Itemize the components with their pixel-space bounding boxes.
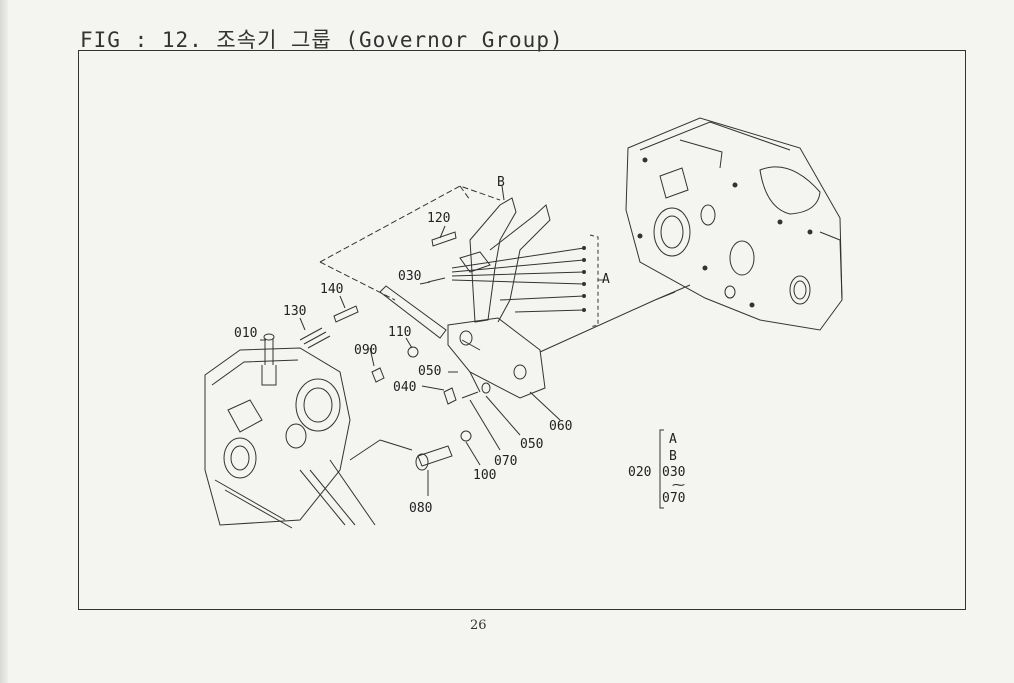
callout-130: 130 bbox=[283, 304, 306, 319]
callouts: 010 030 040 050 050 060 070 080 090 100 … bbox=[234, 175, 610, 516]
callout-080: 080 bbox=[409, 501, 432, 516]
diagram-frame bbox=[78, 50, 966, 610]
legend-b: B bbox=[669, 449, 677, 464]
callout-010: 010 bbox=[234, 326, 257, 341]
cylinder-block bbox=[625, 117, 843, 331]
assembly-legend: A B 020 030 070 ⁓ bbox=[628, 432, 685, 506]
callout-050-upper: 050 bbox=[418, 364, 441, 379]
group-b-outline bbox=[319, 185, 501, 301]
legend-a: A bbox=[669, 432, 677, 447]
legend-020: 020 bbox=[628, 465, 651, 480]
legend-070: 070 bbox=[662, 491, 685, 506]
figure-title: FIG : 12. 조속기 그룹 (Governor Group) bbox=[80, 28, 564, 52]
callout-070: 070 bbox=[494, 454, 517, 469]
pump-housing bbox=[204, 333, 413, 529]
callout-100: 100 bbox=[473, 468, 496, 483]
scan-edge bbox=[0, 0, 8, 683]
group-a-dots bbox=[582, 246, 586, 312]
legend-range-mark: ⁓ bbox=[672, 478, 685, 493]
governor-levers bbox=[299, 197, 551, 471]
callout-060: 060 bbox=[549, 419, 572, 434]
callout-030: 030 bbox=[398, 269, 421, 284]
page-number: 26 bbox=[470, 618, 487, 633]
legend-030: 030 bbox=[662, 465, 685, 480]
callout-group-a: A bbox=[602, 272, 610, 287]
callout-140: 140 bbox=[320, 282, 343, 297]
callout-group-b: B bbox=[497, 175, 505, 190]
callout-050-lower: 050 bbox=[520, 437, 543, 452]
callout-120: 120 bbox=[427, 211, 450, 226]
callout-110: 110 bbox=[388, 325, 411, 340]
callout-040: 040 bbox=[393, 380, 416, 395]
callout-090: 090 bbox=[354, 343, 377, 358]
leader-lines bbox=[260, 185, 691, 509]
